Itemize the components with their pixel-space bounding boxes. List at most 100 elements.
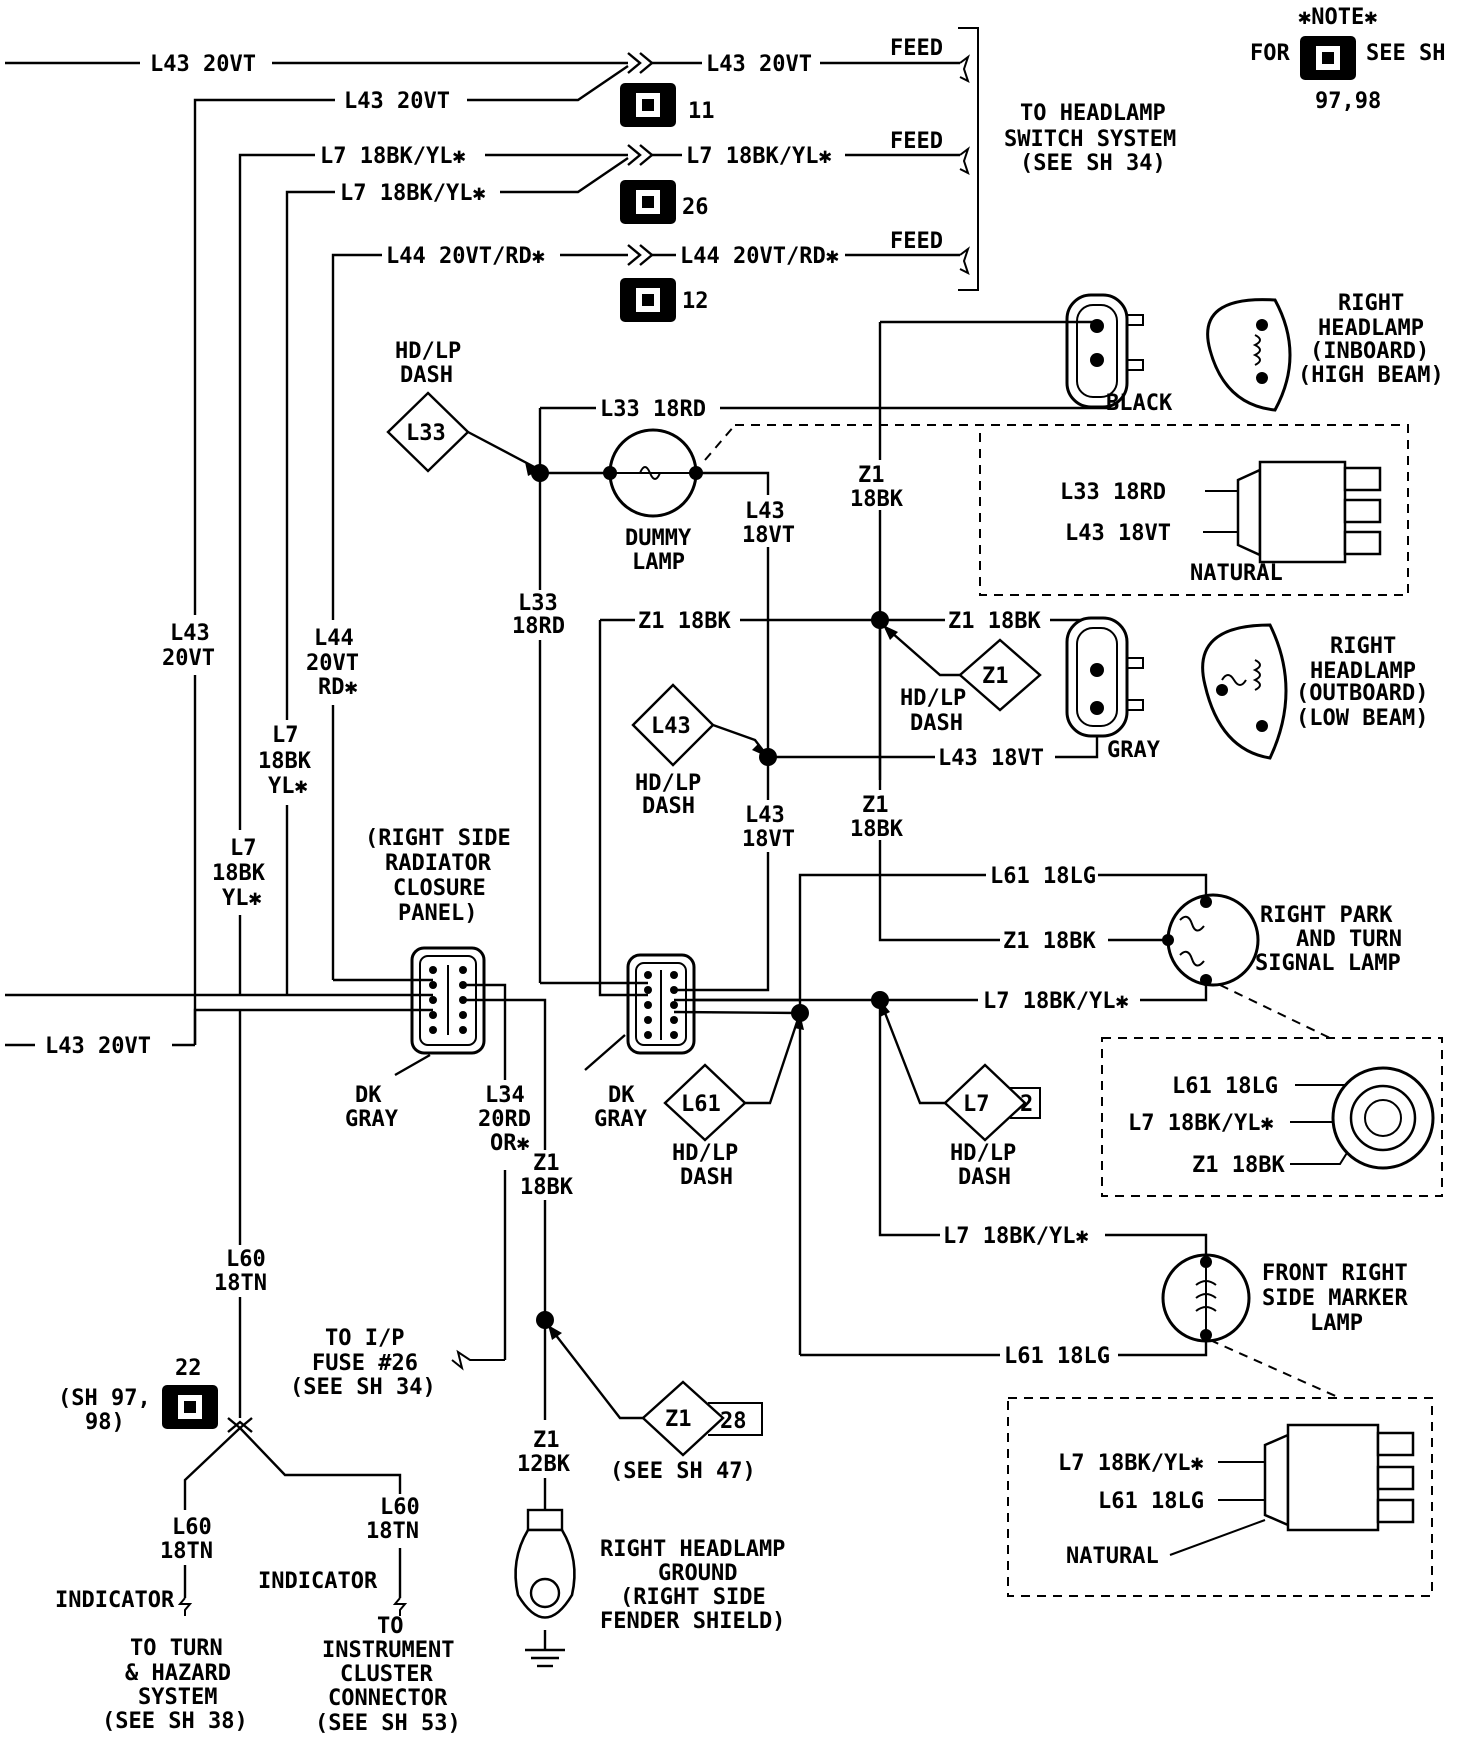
hd-lp-dash-label: DASH	[642, 794, 695, 819]
connector-number: 26	[682, 195, 709, 220]
side-marker-lamp	[1161, 1253, 1251, 1343]
hd-lp-dash-label: HD/LP	[635, 771, 701, 796]
ground-eyelet	[514, 1508, 576, 1668]
splice-l61: L61	[663, 1063, 747, 1142]
radiator-panel-label: RADIATOR	[385, 851, 492, 876]
svg-text:L43: L43	[745, 803, 785, 828]
svg-text:18BK: 18BK	[258, 749, 312, 774]
side-marker-label: LAMP	[1310, 1311, 1363, 1336]
svg-text:18BK: 18BK	[520, 1175, 574, 1200]
hd-lp-dash-label: HD/LP	[900, 686, 966, 711]
svg-text:18TN: 18TN	[160, 1539, 213, 1564]
top-feed-wires: L43 20VT L43 20VT FEED L43 20VT L7 18BK/…	[5, 27, 979, 1045]
hd-lp-dash-label: DASH	[958, 1165, 1011, 1190]
connector-number: 11	[688, 99, 715, 124]
cluster-label: INSTRUMENT	[322, 1638, 454, 1663]
hd-lp-dash-label: HD/LP	[950, 1141, 1016, 1166]
splice-z1-28: Z1 28	[641, 1380, 763, 1457]
dummy-lamp	[603, 428, 703, 518]
ground-label: FENDER SHIELD)	[600, 1609, 785, 1634]
ip-fuse-label: (SEE SH 34)	[290, 1375, 436, 1400]
headlamp-switch-label: SWITCH SYSTEM	[1004, 127, 1176, 152]
svg-text:L44: L44	[314, 626, 354, 651]
indicator-label: INDICATOR	[258, 1569, 378, 1594]
note-title: ✱NOTE✱	[1298, 5, 1377, 30]
dummy-lamp-label: LAMP	[632, 550, 685, 575]
natural-label: NATURAL	[1190, 561, 1283, 586]
cluster-label: TO	[377, 1614, 404, 1639]
svg-text:L60: L60	[172, 1515, 212, 1540]
svg-text:YL✱: YL✱	[222, 886, 262, 911]
svg-text:L7: L7	[230, 836, 257, 861]
feed-label: FEED	[890, 129, 943, 154]
note-see: SEE SH	[1366, 41, 1445, 66]
inset-wire-label: L7 18BK/YL✱	[1058, 1451, 1204, 1476]
lamp-label: RIGHT	[1338, 291, 1404, 316]
dk-gray-label: DK	[355, 1083, 382, 1108]
wire-label: L43 20VT	[45, 1034, 151, 1059]
svg-text:18TN: 18TN	[214, 1271, 267, 1296]
turn-hazard-label: SYSTEM	[138, 1685, 217, 1710]
lamp-label: (INBOARD)	[1310, 339, 1429, 364]
inset-wire-label: L33 18RD	[1060, 480, 1166, 505]
svg-text:YL✱: YL✱	[268, 774, 308, 799]
wire-label: L7 18BK/YL✱	[943, 1224, 1089, 1249]
cluster-label: (SEE SH 53)	[315, 1711, 461, 1736]
connector-26: 26	[620, 180, 709, 224]
natural-connector-inset3	[1263, 1423, 1415, 1532]
right-radiator-connector	[626, 953, 696, 1055]
ip-fuse-label: FUSE #26	[312, 1351, 418, 1376]
svg-text:28: 28	[720, 1409, 747, 1434]
wire-label: L44 20VT/RD✱	[386, 244, 545, 269]
wire-label: L7 18BK/YL✱	[320, 144, 466, 169]
svg-text:L60: L60	[380, 1495, 420, 1520]
inset-wire-label: L61 18LG	[1098, 1489, 1204, 1514]
wire-label: Z1 18BK	[948, 609, 1041, 634]
splice-l7: L7 2	[943, 1063, 1041, 1142]
hd-lp-dash-label: HD/LP	[672, 1141, 738, 1166]
lamp-label: RIGHT	[1330, 634, 1396, 659]
inset-wire-label: L43 18VT	[1065, 521, 1171, 546]
sh-97-98-label: (SH 97,	[58, 1386, 151, 1411]
wire-label: L44 20VT/RD✱	[680, 244, 839, 269]
radiator-panel-label: CLOSURE	[393, 876, 486, 901]
svg-text:L43: L43	[651, 714, 691, 739]
splice-l43: L43	[631, 683, 715, 767]
note-pages: 97,98	[1315, 89, 1381, 114]
svg-text:18BK: 18BK	[850, 817, 904, 842]
wire-label: L7 18BK/YL✱	[686, 144, 832, 169]
right-headlamp-low-beam	[1201, 623, 1288, 760]
svg-text:Z1: Z1	[862, 793, 889, 818]
wire-label: L43 20VT	[344, 89, 450, 114]
svg-text:2: 2	[1020, 1092, 1033, 1117]
lamp-label: HEADLAMP	[1310, 659, 1416, 684]
svg-text:18BK: 18BK	[212, 861, 266, 886]
wire-label: L43 18VT	[938, 746, 1044, 771]
hd-lp-dash-label: DASH	[400, 363, 453, 388]
svg-text:18VT: 18VT	[742, 827, 795, 852]
svg-text:18RD: 18RD	[512, 614, 565, 639]
wire-label: L61 18LG	[990, 864, 1096, 889]
svg-text:20VT: 20VT	[162, 646, 215, 671]
splice-l33: L33	[386, 391, 470, 473]
dk-gray-label: GRAY	[594, 1107, 648, 1132]
dk-gray-label: GRAY	[345, 1107, 399, 1132]
inset-wire-label: L61 18LG	[1172, 1074, 1278, 1099]
radiator-panel-label: (RIGHT SIDE	[365, 826, 511, 851]
ip-fuse-label: TO I/P	[325, 1326, 404, 1351]
svg-text:18BK: 18BK	[850, 487, 904, 512]
radiator-panel-label: PANEL)	[398, 901, 477, 926]
gray-label: GRAY	[1107, 738, 1161, 763]
sh-97-98-label: 98)	[85, 1410, 125, 1435]
svg-text:L7: L7	[963, 1092, 990, 1117]
natural-connector-inset1	[1236, 460, 1382, 564]
svg-text:L61: L61	[681, 1092, 721, 1117]
lamp-label: (LOW BEAM)	[1296, 706, 1428, 731]
right-park-turn-lamp	[1162, 893, 1260, 987]
headlamp-switch-label: TO HEADLAMP	[1020, 101, 1166, 126]
svg-text:L33: L33	[406, 421, 446, 446]
svg-text:Z1: Z1	[533, 1151, 560, 1176]
connector-number: 12	[682, 289, 709, 314]
side-marker-label: SIDE MARKER	[1262, 1286, 1408, 1311]
